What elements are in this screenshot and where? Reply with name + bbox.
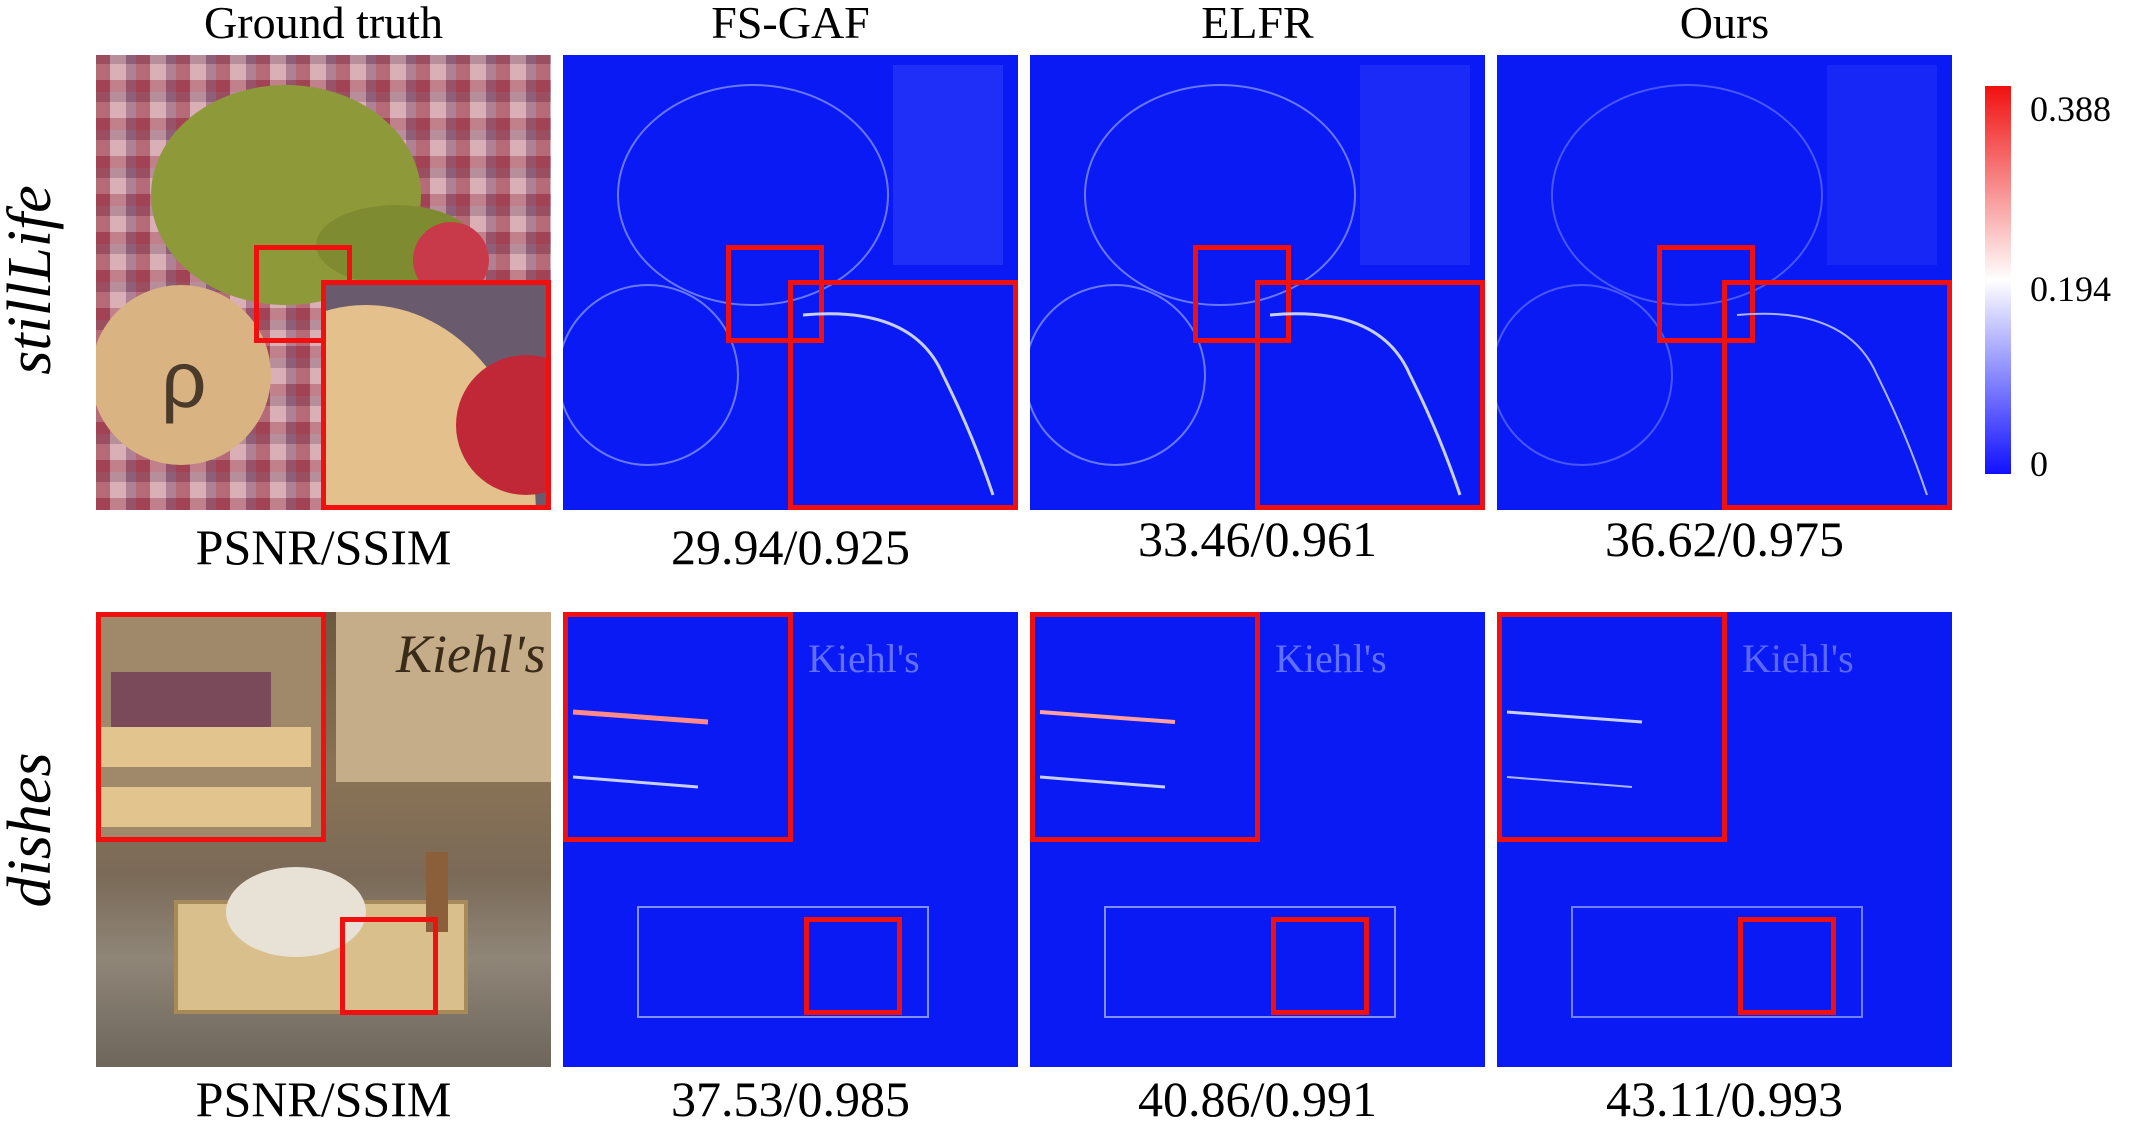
error-map-ours-stilllife [1497, 55, 1952, 510]
error-map-fs-gaf-stilllife [563, 55, 1018, 510]
zoom-inset [96, 612, 326, 842]
zoom-inset [788, 280, 1018, 510]
metric-fs-gaf-stilllife: 29.94/0.925 [671, 519, 910, 575]
error-map-elfr-stilllife [1030, 55, 1485, 510]
metric-fs-gaf-dishes: 37.53/0.985 [671, 1071, 910, 1127]
zoom-region-box [1271, 917, 1369, 1015]
metric-elfr-stilllife: 33.46/0.961 [1138, 511, 1377, 567]
zoom-inset [1030, 612, 1260, 842]
error-map-ours-dishes: Kiehl's [1497, 612, 1952, 1067]
error-contours [563, 65, 1003, 466]
colorbar-max-label: 0.388 [2030, 89, 2111, 129]
error-contours [1497, 65, 1937, 466]
zoom-inset [321, 280, 551, 510]
zoom-inset [1255, 280, 1485, 510]
stilllife-scene-illustration: ρ [96, 85, 489, 465]
ground-truth-image-dishes: Kiehl's [96, 612, 551, 1067]
column-title-ground-truth: Ground truth [204, 0, 443, 48]
row-label-stilllife: stillLife [0, 185, 64, 375]
svg-text:Kiehl's: Kiehl's [1275, 636, 1387, 681]
zoom-inset [1722, 280, 1952, 510]
column-title-fs-gaf: FS-GAF [711, 0, 870, 48]
row-label-dishes: dishes [0, 752, 64, 908]
error-contours: Kiehl's [1571, 636, 1863, 1018]
metric-elfr-dishes: 40.86/0.991 [1138, 1071, 1377, 1127]
column-title-ours: Ours [1679, 0, 1770, 48]
error-map-fs-gaf-dishes: Kiehl's [563, 612, 1018, 1067]
svg-text:Kiehl's: Kiehl's [395, 624, 546, 684]
ground-truth-image-stilllife: ρ [96, 55, 551, 510]
colorbar-min-label: 0 [2030, 444, 2048, 484]
error-colorbar [1985, 86, 2011, 474]
svg-text:ρ: ρ [161, 335, 207, 424]
error-map-elfr-dishes: Kiehl's [1030, 612, 1485, 1067]
error-contours: Kiehl's [637, 636, 929, 1018]
colorbar-mid-label: 0.194 [2030, 269, 2111, 309]
zoom-region-box [726, 245, 824, 343]
metric-header-stilllife: PSNR/SSIM [195, 519, 452, 575]
svg-text:Kiehl's: Kiehl's [1742, 636, 1854, 681]
zoom-region-box [340, 917, 438, 1015]
zoom-region-box [1193, 245, 1291, 343]
error-contours: Kiehl's [1104, 636, 1396, 1018]
metric-ours-dishes: 43.11/0.993 [1605, 1071, 1844, 1127]
zoom-region-box [1738, 917, 1836, 1015]
zoom-region-box [804, 917, 902, 1015]
metric-header-dishes: PSNR/SSIM [195, 1071, 452, 1127]
zoom-inset [1497, 612, 1727, 842]
column-title-elfr: ELFR [1201, 0, 1314, 48]
error-contours [1030, 65, 1470, 466]
svg-text:Kiehl's: Kiehl's [808, 636, 920, 681]
zoom-region-box [1657, 245, 1755, 343]
metric-ours-stilllife: 36.62/0.975 [1605, 511, 1844, 567]
zoom-inset [563, 612, 793, 842]
